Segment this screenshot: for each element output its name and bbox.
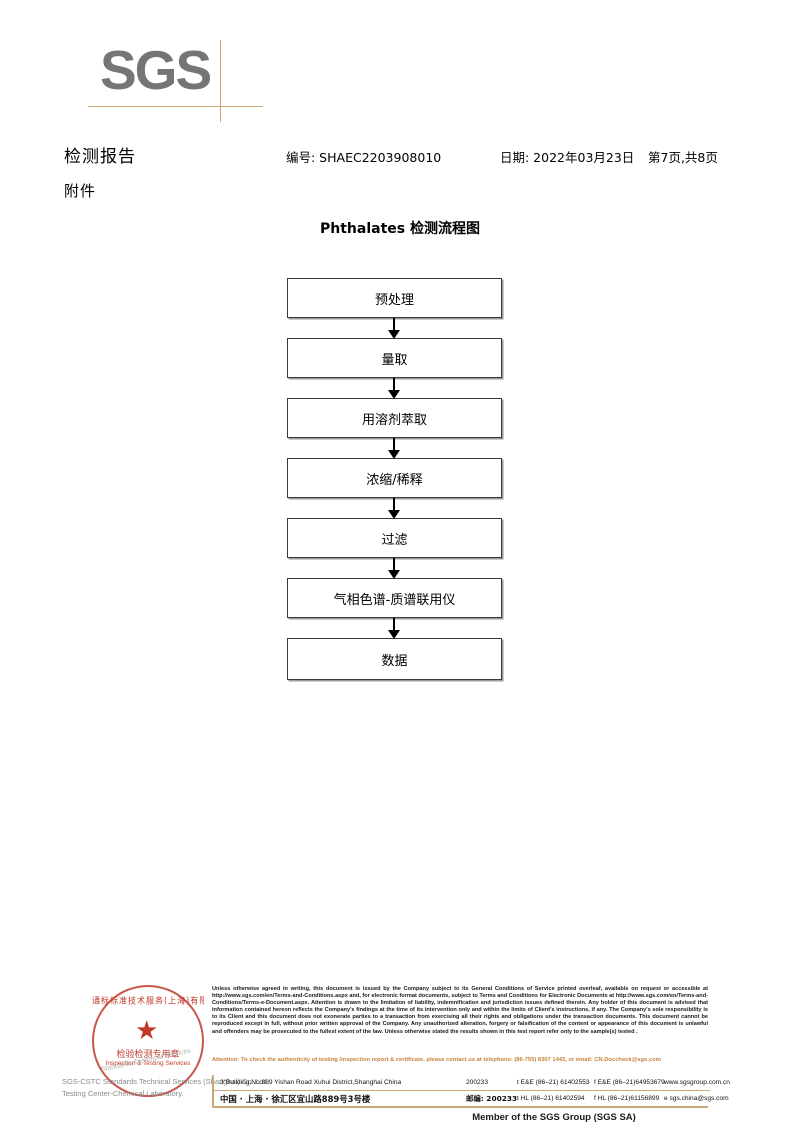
process-flowchart: 预处理 量取 用溶剂萃取 浓缩/稀释 过滤 气相色谱-质谱联用仪 数据 [287, 278, 502, 680]
zip-chinese: 邮编: 200233 [466, 1094, 518, 1103]
address-row-english: 3"Building,No.889 Yishan Road Xuhui Dist… [214, 1075, 730, 1091]
fax-hl: f HL (86–21)61156899 [594, 1095, 660, 1102]
arrow-shaft [393, 558, 395, 572]
report-date: 日期: 2022年03月23日 [500, 150, 635, 165]
arrow-head [388, 570, 400, 579]
footer-divider [212, 1106, 708, 1108]
fax-ee: f E&E (86–21)64953679 [594, 1079, 665, 1086]
arrow-shaft [393, 318, 395, 332]
flow-arrow-icon [287, 618, 502, 639]
flowchart-title: Phthalates 检测流程图 [320, 221, 480, 237]
flow-node: 过滤 [287, 518, 502, 558]
page-title: 检测报告 [64, 147, 136, 167]
flow-node-label: 过滤 [381, 532, 408, 548]
arrow-head [388, 390, 400, 399]
report-number: 编号: SHAEC2203908010 [286, 150, 442, 165]
flow-arrow-icon [287, 378, 502, 399]
flow-node-label: 数据 [381, 653, 408, 669]
email-address: e sgs.china@sgs.com [664, 1095, 729, 1102]
flow-node: 预处理 [287, 278, 502, 318]
arrow-shaft [393, 438, 395, 452]
flow-node: 数据 [287, 638, 502, 680]
arrow-head [388, 630, 400, 639]
address-chinese: 中国 · 上海 · 徐汇区宜山路889号3号楼 [220, 1093, 371, 1104]
attachment-label: 附件 [64, 182, 97, 200]
arrow-head [388, 450, 400, 459]
lab-name-line1: SGS-CSTC Standards Technical Services (S… [62, 1077, 269, 1086]
website-url: www.sgsgroup.com.cn [664, 1079, 730, 1086]
page-indicator: 第7页,共8页 [648, 150, 718, 165]
logo-vertical-rule [220, 40, 221, 122]
arrow-head [388, 510, 400, 519]
official-seal-stamp: 通标标准技术服务(上海)有限公司 ★ 检验检测专用章 Inspection & … [62, 985, 268, 1098]
star-icon: ★ [135, 1015, 159, 1045]
flow-arrow-icon [287, 558, 502, 579]
lab-name-line2: Testing Center-Chemical Laboratory. [62, 1089, 184, 1098]
flow-arrow-icon [287, 318, 502, 339]
stamp-chinese-text: 检验检测专用章 [116, 1050, 180, 1060]
address-block: 3"Building,No.889 Yishan Road Xuhui Dist… [212, 1075, 730, 1106]
member-statement: Member of the SGS Group (SGS SA) [472, 1112, 636, 1123]
flow-node: 浓缩/稀释 [287, 458, 502, 498]
flow-node-label: 浓缩/稀释 [366, 472, 423, 488]
legal-terms-text: Unless otherwise agreed in writing, this… [212, 986, 708, 1035]
flow-node-label: 量取 [381, 352, 408, 368]
attention-notice: Attention: To check the authenticity of … [212, 1057, 661, 1063]
flow-arrow-icon [287, 498, 502, 519]
arrow-head [388, 330, 400, 339]
flow-node-label: 气相色谱-质谱联用仪 [333, 592, 456, 608]
telephone-ee: t E&E (86–21) 61402553 [517, 1079, 590, 1086]
stamp-circle-border [92, 985, 204, 1097]
logo-horizontal-rule [88, 106, 263, 107]
flow-node-label: 用溶剂萃取 [361, 412, 427, 428]
flow-node-label: 预处理 [374, 292, 414, 308]
flow-node: 用溶剂萃取 [287, 398, 502, 438]
arrow-shaft [393, 498, 395, 512]
arrow-shaft [393, 378, 395, 392]
logo-wordmark: SGS [100, 39, 212, 101]
flow-node: 气相色谱-质谱联用仪 [287, 578, 502, 618]
stamp-english-text: Inspection & Testing Services [105, 1060, 191, 1067]
zip-english: 200233 [466, 1079, 489, 1086]
address-english: 3"Building,No.889 Yishan Road Xuhui Dist… [220, 1079, 402, 1086]
stamp-company-name: 通标标准技术服务(上海)有限公司 [92, 995, 204, 1006]
flow-node: 量取 [287, 338, 502, 378]
address-row-chinese: 中国 · 上海 · 徐汇区宜山路889号3号楼 邮编: 200233 t HL … [214, 1091, 729, 1106]
arrow-shaft [393, 618, 395, 632]
sgs-logo: SGS [88, 38, 300, 122]
telephone-hl: t HL (86–21) 61402594 [517, 1095, 585, 1102]
flow-arrow-icon [287, 438, 502, 459]
